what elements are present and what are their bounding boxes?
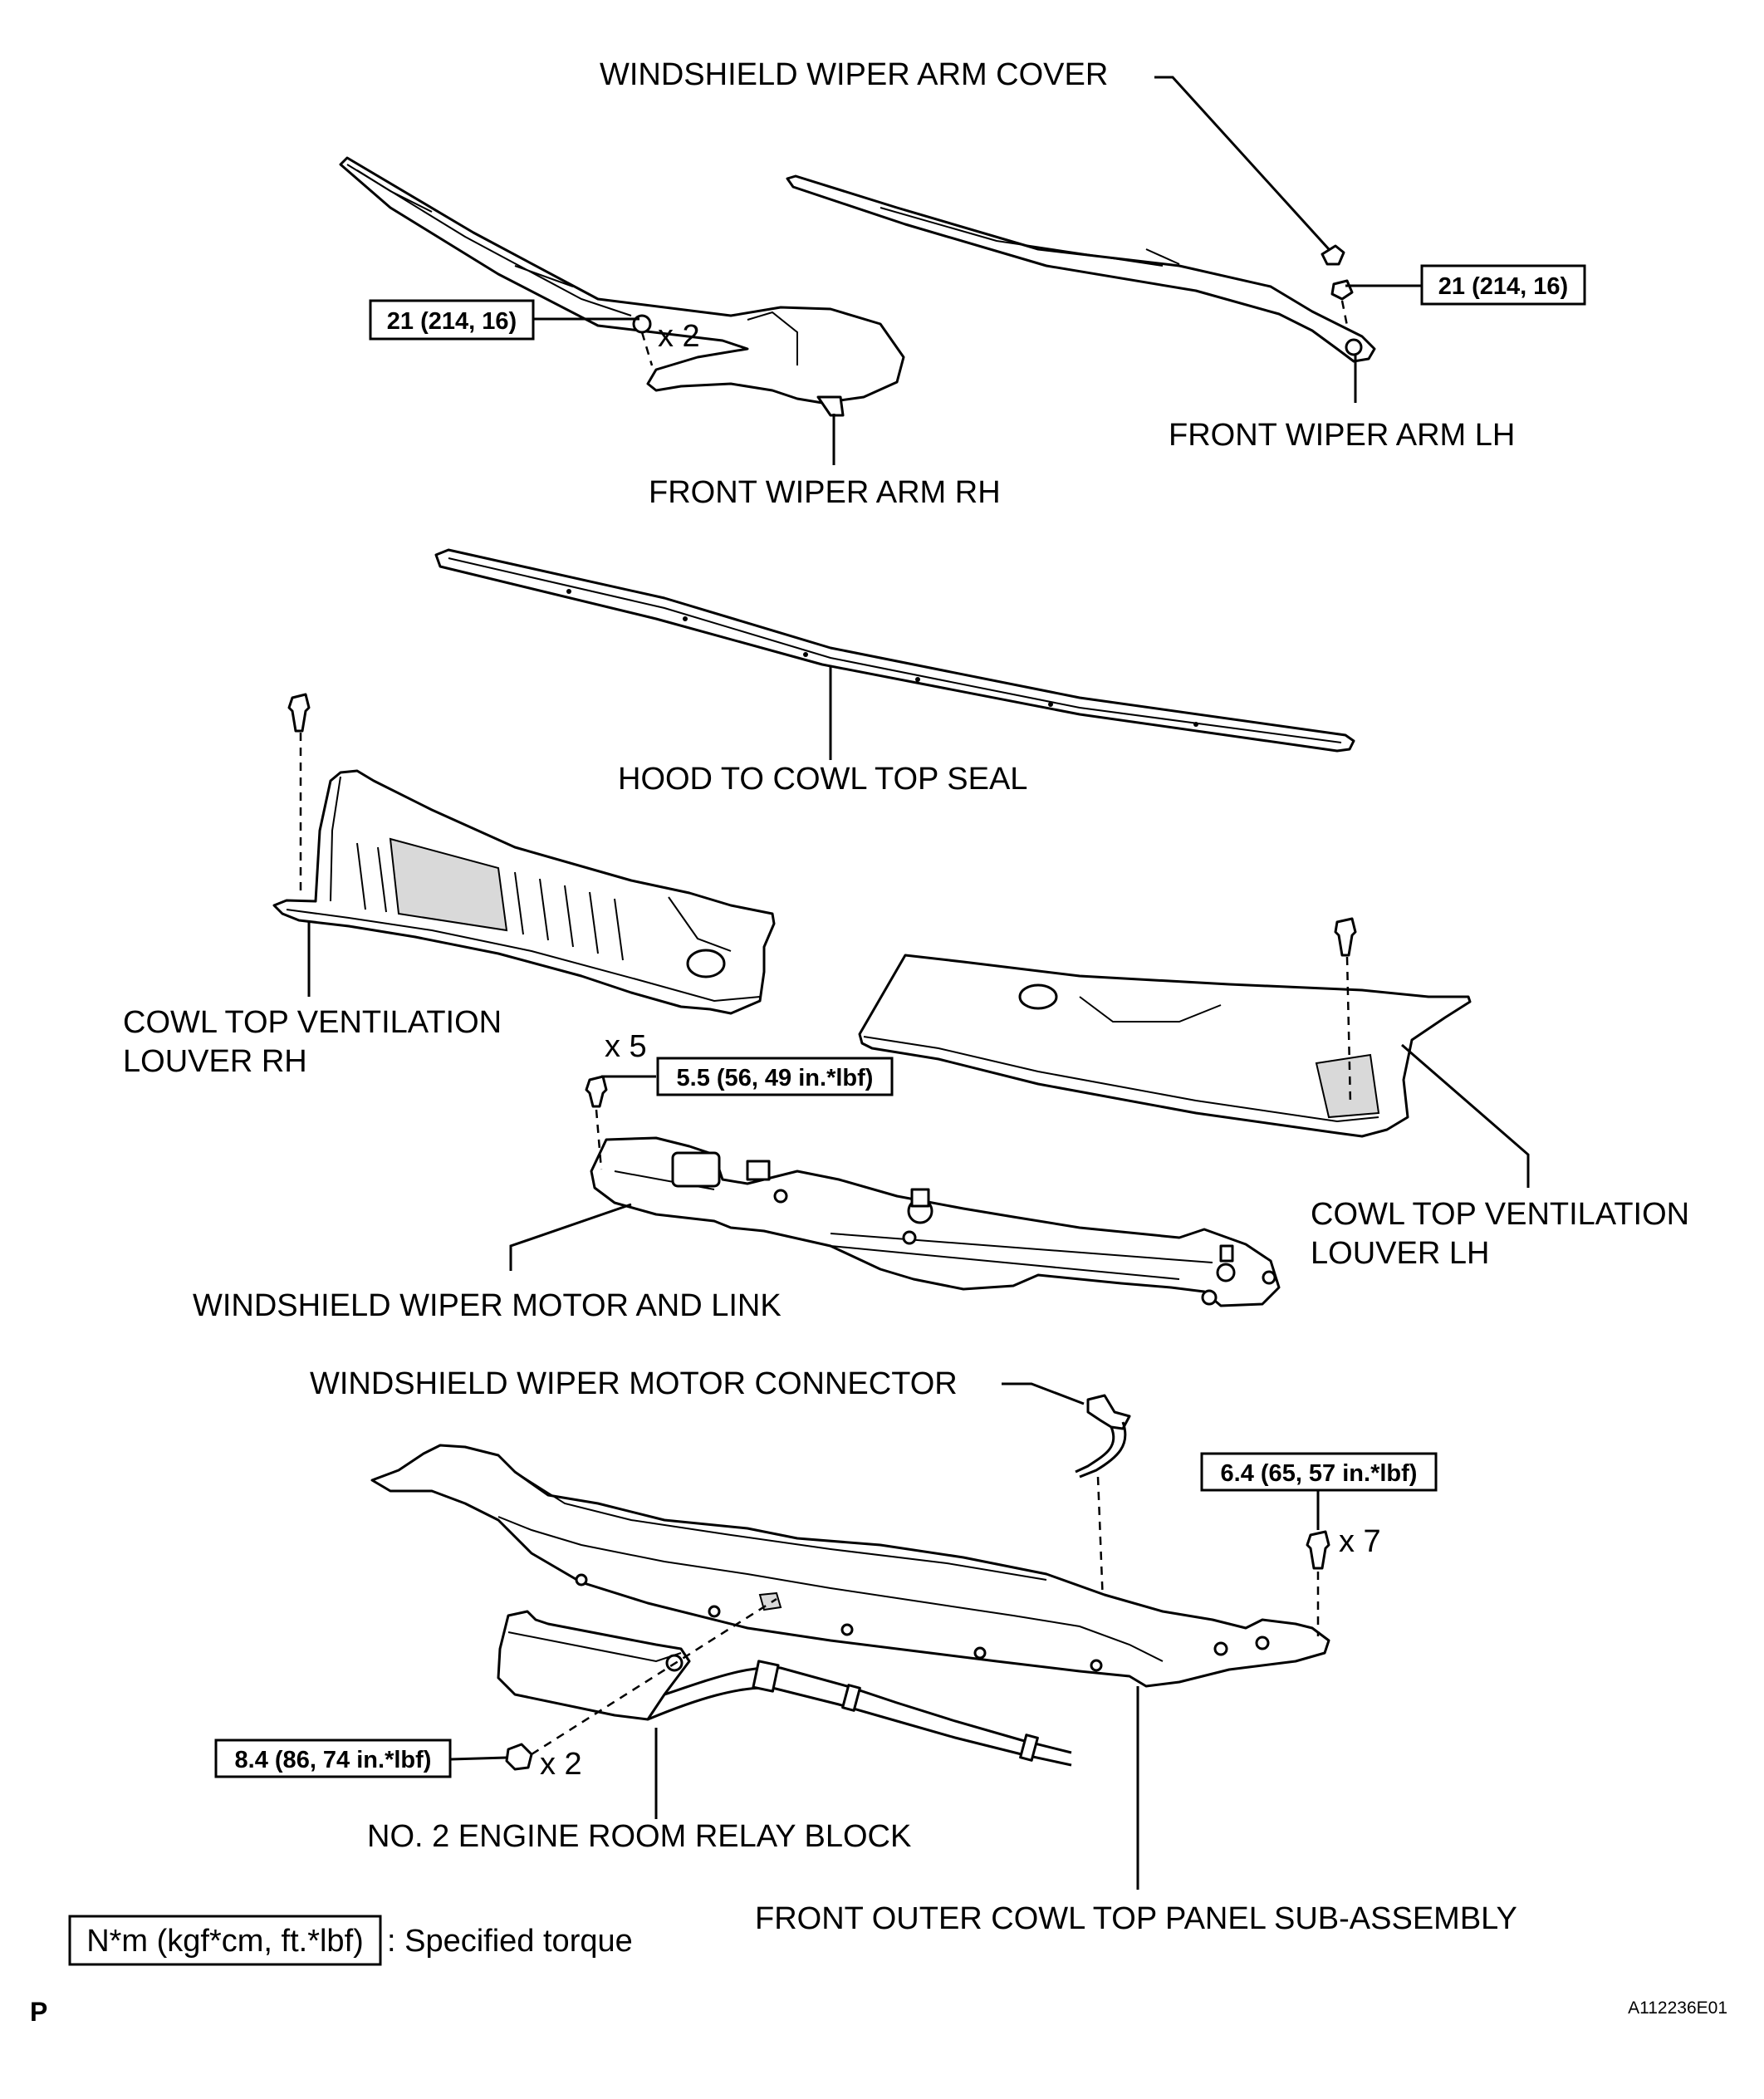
windshield-wiper-arm-cover-part	[1321, 244, 1345, 266]
torque-relay-block: 8.4 (86, 74 in.*lbf)	[235, 1747, 432, 1773]
front-wiper-arm-rh-part	[339, 156, 905, 417]
arm-lh-nut	[1330, 279, 1354, 326]
page-marker: P	[30, 1997, 47, 2027]
qty-motor-link-bolts: x 5	[605, 1029, 647, 1064]
label-wiper-motor-connector: WINDSHIELD WIPER MOTOR CONNECTOR	[310, 1366, 958, 1401]
torque-box-cowl-panel: 6.4 (65, 57 in.*lbf)	[1200, 1452, 1438, 1492]
label-hood-to-cowl-top-seal: HOOD TO COWL TOP SEAL	[618, 762, 1027, 797]
front-outer-cowl-top-panel-part	[370, 1444, 1330, 1688]
label-cowl-panel: FRONT OUTER COWL TOP PANEL SUB-ASSEMBLY	[755, 1901, 1517, 1936]
qty-arm-rh-nuts: x 2	[658, 319, 700, 354]
torque-box-arm-rh: 21 (214, 16)	[369, 299, 535, 341]
label-cowl-louver-rh-line2: LOUVER RH	[123, 1044, 307, 1079]
torque-arm-lh: 21 (214, 16)	[1438, 273, 1568, 300]
label-cowl-louver-lh-line2: LOUVER LH	[1311, 1236, 1489, 1271]
torque-box-arm-lh: 21 (214, 16)	[1420, 264, 1586, 306]
cowl-panel-bolt	[1306, 1530, 1330, 1636]
leader-lines	[307, 76, 1530, 1890]
legend-unit: N*m (kgf*cm, ft.*lbf)	[86, 1924, 364, 1959]
cowl-top-louver-rh-part	[272, 769, 776, 1015]
label-cowl-louver-lh-line1: COWL TOP VENTILATION	[1311, 1197, 1689, 1232]
motor-link-bolt	[585, 1075, 608, 1170]
label-wiper-motor-and-link: WINDSHIELD WIPER MOTOR AND LINK	[193, 1288, 782, 1323]
louver-rh-clip	[287, 693, 311, 897]
torque-motor-link: 5.5 (56, 49 in.*lbf)	[677, 1065, 874, 1091]
label-relay-block: NO. 2 ENGINE ROOM RELAY BLOCK	[367, 1819, 911, 1854]
figure-code: A112236E01	[1628, 1998, 1727, 2018]
label-windshield-wiper-arm-cover: WINDSHIELD WIPER ARM COVER	[600, 57, 1108, 92]
front-wiper-arm-lh-part	[786, 174, 1376, 363]
relay-block-bolt	[505, 1597, 777, 1771]
torque-box-motor-link: 5.5 (56, 49 in.*lbf)	[656, 1057, 894, 1096]
qty-cowl-panel-bolts: x 7	[1339, 1524, 1381, 1559]
cowl-top-louver-lh-part	[858, 954, 1472, 1138]
label-cowl-louver-rh-line1: COWL TOP VENTILATION	[123, 1005, 502, 1040]
torque-legend: N*m (kgf*cm, ft.*lbf) : Specified torque	[68, 1915, 633, 1966]
torque-box-relay-block: 8.4 (86, 74 in.*lbf)	[214, 1739, 452, 1778]
arm-rh-nut	[632, 314, 654, 366]
torque-arm-rh: 21 (214, 16)	[387, 308, 517, 335]
label-front-wiper-arm-rh: FRONT WIPER ARM RH	[649, 475, 1001, 510]
label-front-wiper-arm-lh: FRONT WIPER ARM LH	[1169, 418, 1515, 453]
wiper-motor-connector-part	[1075, 1394, 1131, 1604]
hood-to-cowl-top-seal-part	[434, 548, 1355, 753]
legend-description: : Specified torque	[387, 1924, 633, 1959]
relay-block-part	[497, 1610, 1072, 1767]
wiper-motor-and-link-part	[590, 1136, 1281, 1307]
torque-cowl-panel: 6.4 (65, 57 in.*lbf)	[1221, 1460, 1418, 1487]
qty-relay-block-bolts: x 2	[540, 1747, 582, 1782]
louver-lh-clip	[1334, 917, 1357, 1106]
